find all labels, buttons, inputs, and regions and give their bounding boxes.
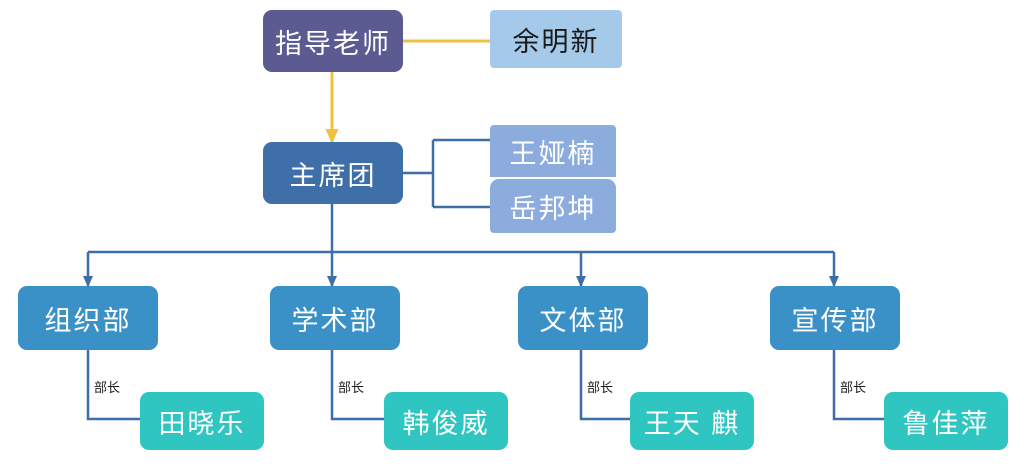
edge-label-role-4: 部长: [839, 380, 868, 395]
edge-presidium-to-departments: [83, 204, 839, 288]
node-presidium-member-2[interactable]: 岳邦坤: [490, 179, 616, 233]
node-presidium-member-1[interactable]: 王娅楠: [490, 125, 616, 177]
edge-label-role-1: 部长: [93, 380, 122, 395]
node-department-4[interactable]: 宣传部: [770, 286, 900, 350]
node-advisor[interactable]: 指导老师: [263, 10, 403, 72]
node-person-1[interactable]: 田晓乐: [140, 392, 264, 450]
node-presidium[interactable]: 主席团: [263, 142, 403, 204]
edge-label-role-3: 部长: [586, 380, 615, 395]
node-person-4[interactable]: 鲁佳萍: [884, 392, 1008, 450]
edge-label-role-2: 部长: [337, 380, 366, 395]
node-person-3[interactable]: 王天 麒: [630, 392, 754, 450]
node-department-3[interactable]: 文体部: [518, 286, 648, 350]
node-advisor-name[interactable]: 余明新: [490, 10, 622, 68]
edge-presidium-to-members: [403, 138, 490, 209]
node-person-2[interactable]: 韩俊威: [384, 392, 508, 450]
node-department-2[interactable]: 学术部: [270, 286, 400, 350]
node-department-1[interactable]: 组织部: [18, 286, 158, 350]
